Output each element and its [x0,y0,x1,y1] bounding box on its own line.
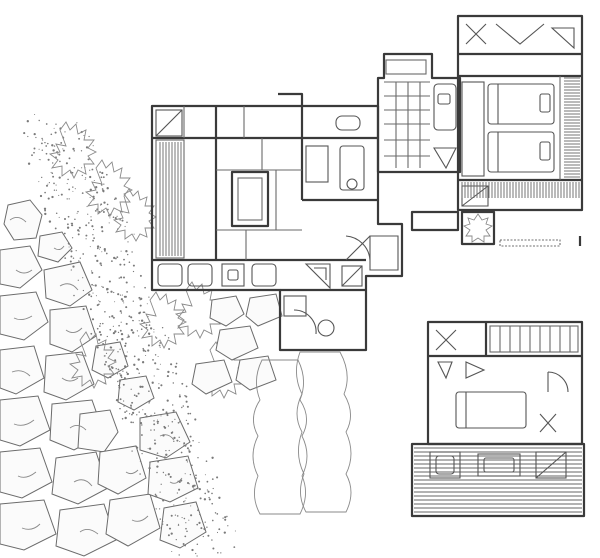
gravel-bed [23,113,236,557]
planter [460,210,496,246]
bedroom-veranda [564,77,580,178]
upper-floor-plan [426,320,584,446]
bath-wing [376,52,462,232]
hedge [252,351,352,515]
upper-deck [410,442,586,518]
main-house-plan [150,92,404,352]
engawa-veranda [159,142,182,256]
fixtures [155,109,399,337]
stepping-path [499,239,561,247]
bedroom-wing [456,14,584,212]
stepping-stones [191,293,283,395]
tatami-room [216,138,302,260]
rock-garden [0,199,207,557]
bedroom-deck [461,182,580,198]
